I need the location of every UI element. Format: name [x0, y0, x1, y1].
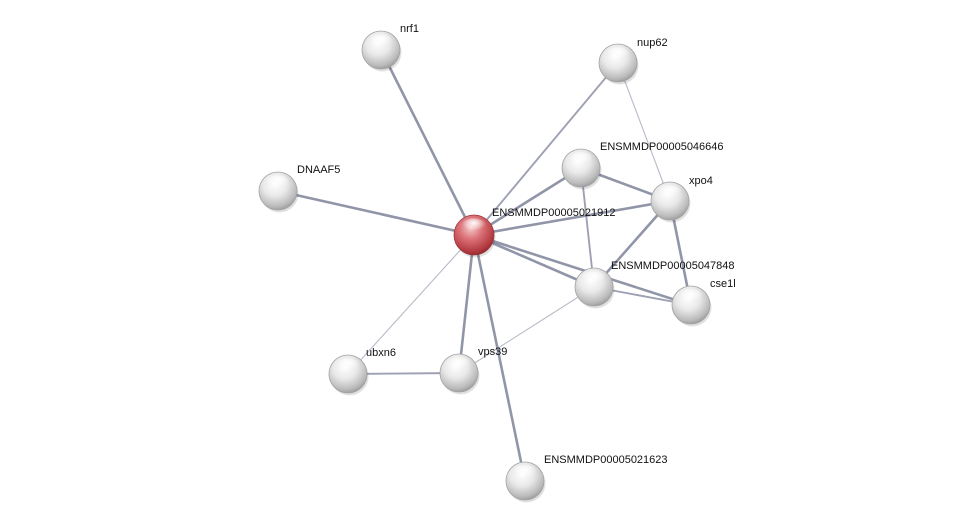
node-highlight [658, 185, 682, 200]
node-highlight [679, 289, 703, 304]
edge-center-cse1l[interactable] [472, 233, 693, 307]
node-highlight [266, 175, 290, 190]
edge-center-ens46646[interactable] [472, 166, 583, 237]
node-highlight [582, 271, 606, 286]
node-highlight [447, 357, 471, 372]
nodes-layer: ENSMMDP00005021912 nrf1 nup62ENSMMDP000050… [258, 23, 736, 503]
node-vps39[interactable]: vps39 [439, 346, 507, 395]
edge-center-nrf1[interactable] [379, 48, 476, 237]
edge-center-ubxn6[interactable] [347, 234, 475, 375]
node-highlight [461, 218, 487, 234]
edge-center-vps39[interactable] [457, 233, 476, 375]
edge-ens46646-ens47848[interactable] [580, 167, 595, 288]
node-ens21623[interactable]: ENSMMDP00005021623 [505, 454, 668, 503]
node-label-ens47848: ENSMMDP00005047848 [611, 260, 735, 272]
node-highlight [513, 465, 537, 480]
edge-center-dnaaf5[interactable] [276, 189, 476, 237]
node-nrf1[interactable]: nrf1 [361, 23, 419, 72]
node-center[interactable]: ENSMMDP00005021912 [453, 207, 616, 258]
edge-ens47848-vps39[interactable] [458, 286, 595, 374]
edge-nup62-xpo4[interactable] [617, 62, 671, 202]
node-ubxn6[interactable]: ubxn6 [328, 347, 396, 396]
edge-center-xpo4[interactable] [472, 199, 672, 237]
node-xpo4[interactable]: xpo4 [650, 175, 713, 223]
node-label-nup62: nup62 [637, 37, 668, 49]
edge-center-ens21623[interactable] [472, 233, 527, 483]
node-highlight [369, 34, 393, 49]
node-dnaaf5[interactable]: DNAAF5 [258, 164, 340, 213]
node-ens46646[interactable]: ENSMMDP00005046646 [561, 141, 724, 190]
node-highlight [336, 358, 360, 373]
node-label-ens46646: ENSMMDP00005046646 [600, 141, 724, 153]
node-label-xpo4: xpo4 [689, 175, 713, 187]
edge-center-ens47848[interactable] [472, 233, 596, 289]
node-highlight [569, 152, 593, 167]
node-label-center: ENSMMDP00005021912 [492, 207, 616, 219]
node-label-cse1l: cse1l [710, 278, 736, 290]
node-highlight [606, 47, 630, 62]
node-cse1l[interactable]: cse1l [671, 278, 736, 327]
node-ens47848[interactable]: ENSMMDP00005047848 [574, 260, 735, 309]
node-label-ubxn6: ubxn6 [366, 347, 396, 359]
node-nup62[interactable]: nup62 [598, 37, 668, 85]
node-label-ens21623: ENSMMDP00005021623 [544, 454, 668, 466]
node-label-dnaaf5: DNAAF5 [297, 164, 340, 176]
node-label-nrf1: nrf1 [400, 23, 419, 35]
edge-center-nup62[interactable] [473, 62, 619, 236]
node-label-vps39: vps39 [478, 346, 507, 358]
